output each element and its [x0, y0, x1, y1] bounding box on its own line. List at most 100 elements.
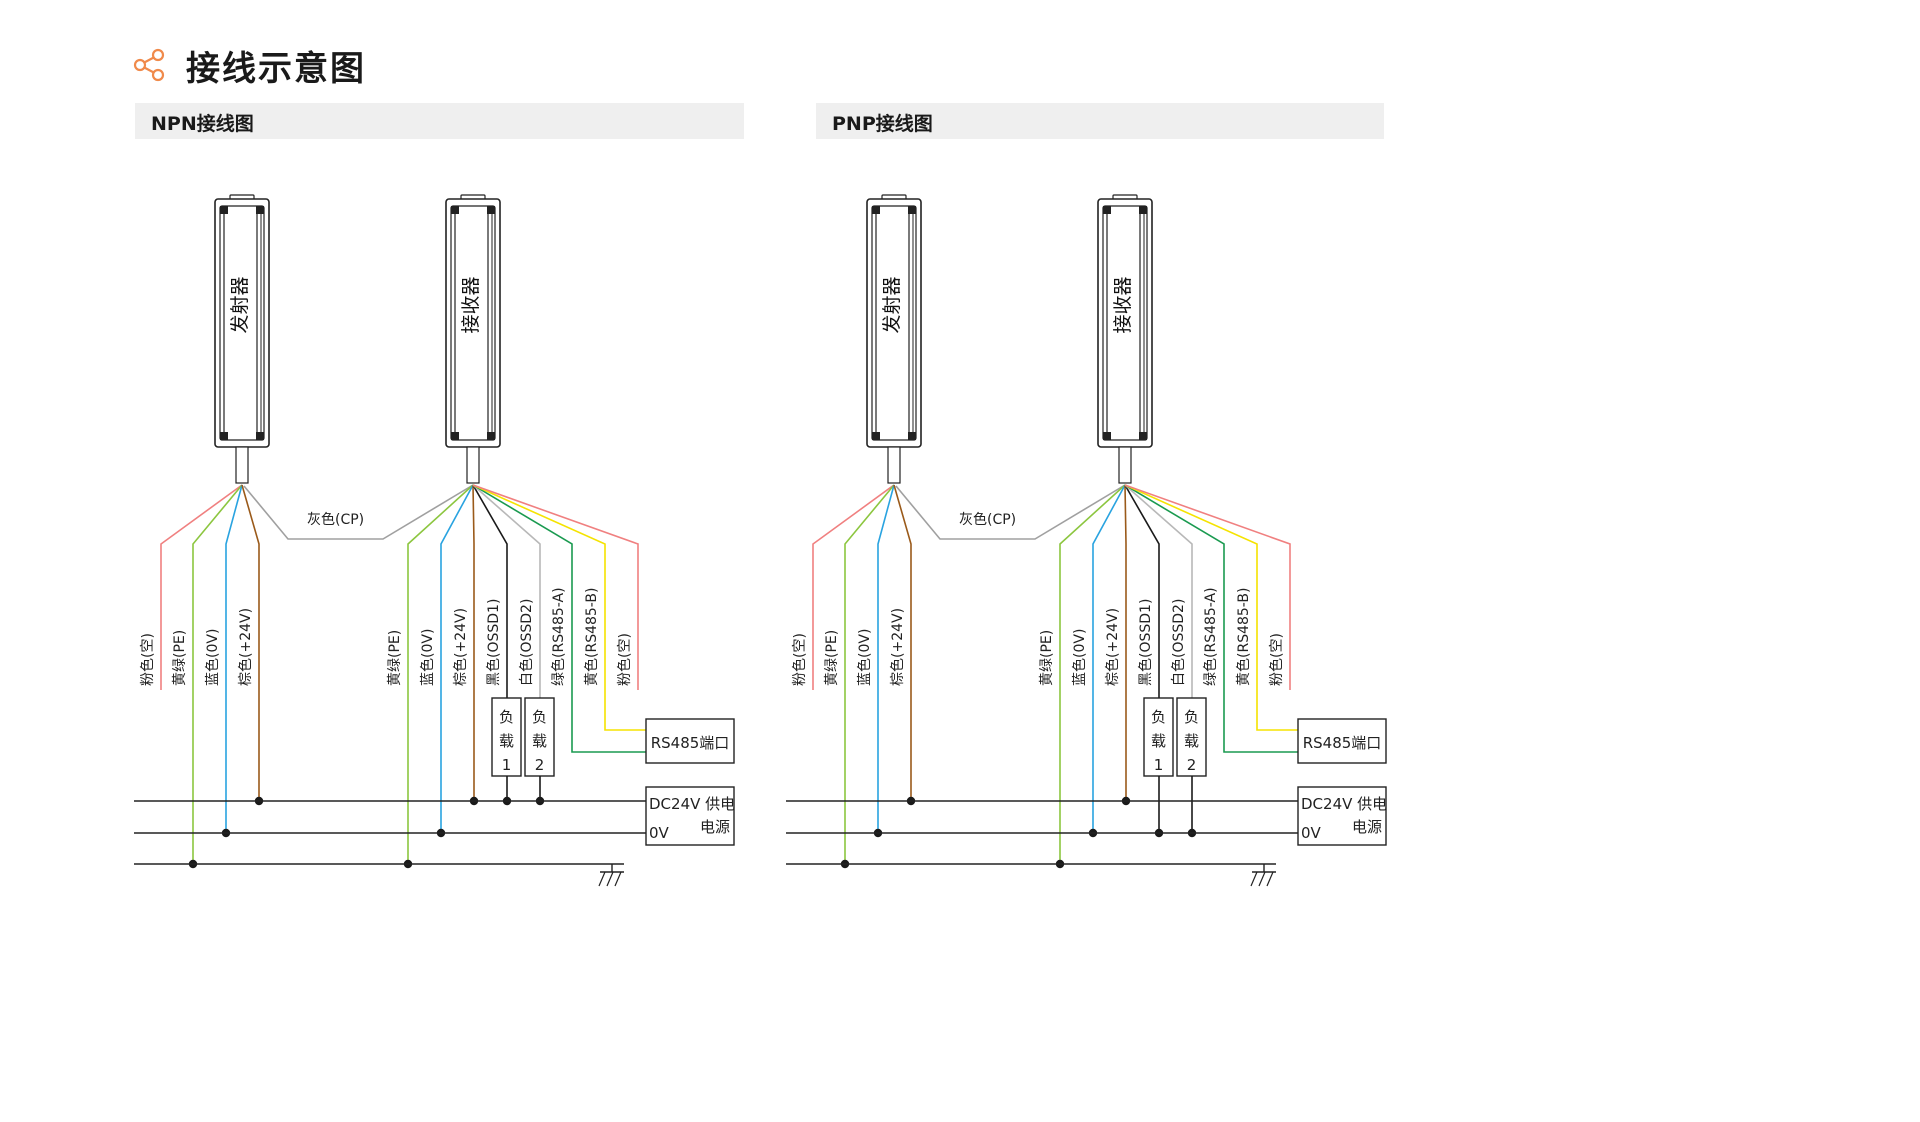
page-title: 接线示意图 [186, 48, 366, 89]
npn-emitter-corner-tr [256, 206, 264, 214]
npn-emitter-wire-1 [192, 484, 243, 864]
pnp-emitter-frame [871, 205, 917, 441]
pnp-receiver-wire-0 [1059, 484, 1126, 864]
pnp-ground-hatch-1 [1250, 871, 1258, 887]
npn-section-title: NPN接线图 [151, 113, 254, 135]
pnp-receiver-corner-tl [1103, 206, 1111, 214]
npn-rs485-label: RS485端口 [651, 734, 730, 752]
pnp-receiver: 接收器 [1097, 194, 1153, 484]
pnp-emitter-corner-br [908, 432, 916, 440]
npn-emitter-wire-3 [241, 484, 260, 801]
pnp-receiver-wire-1 [1092, 484, 1126, 833]
pnp-emitter-wire-label: 粉色(空) [791, 633, 808, 686]
pnp-load-box-1 [1143, 697, 1174, 777]
npn-load-label: 2 [535, 756, 545, 774]
npn-cp-wire [243, 484, 474, 540]
pnp-emitter-wire-label: 棕色(+24V) [889, 608, 906, 686]
npn-emitter: 发射器 [214, 194, 270, 484]
pnp-load-label: 2 [1187, 756, 1197, 774]
pnp-load-label: 载 [1184, 732, 1199, 750]
pnp-receiver-wire-5 [1124, 484, 1298, 753]
pnp-section-title: PNP接线图 [832, 113, 933, 135]
pnp-power-label-1: DC24V 供电 [1301, 795, 1387, 813]
pnp-receiver-corner-br [1139, 432, 1147, 440]
npn-emitter-corner-br [256, 432, 264, 440]
npn-receiver-wire-label: 蓝色(0V) [419, 629, 436, 686]
npn-load-label: 载 [499, 732, 514, 750]
pnp-load-label: 1 [1154, 756, 1164, 774]
pnp-receiver-wire-label: 白色(OSSD2) [1170, 599, 1187, 686]
npn-receiver-wire-label: 绿色(RS485-A) [550, 587, 567, 686]
pnp-receiver-wire-label: 蓝色(0V) [1071, 629, 1088, 686]
page-header: 接线示意图 [132, 40, 366, 90]
pnp-emitter-corner-bl [872, 432, 880, 440]
pnp-section-header: PNP接线图 [816, 103, 1384, 139]
npn-emitter-label: 发射器 [229, 276, 251, 333]
npn-emitter-wire-0 [160, 484, 243, 690]
pnp-receiver-label: 接收器 [1112, 276, 1134, 333]
pnp-rs485-label: RS485端口 [1303, 734, 1382, 752]
npn-diagram: 发射器接收器灰色(CP)粉色(空)黄绿(PE)蓝色(0V)棕色(+24V)黄绿(… [134, 194, 735, 887]
npn-section-header: NPN接线图 [135, 103, 744, 139]
npn-receiver-wire-5 [472, 484, 646, 753]
npn-load-label: 1 [502, 756, 512, 774]
pnp-ground-icon [1250, 864, 1276, 887]
pnp-emitter-label: 发射器 [881, 276, 903, 333]
npn-emitter-corner-bl [220, 432, 228, 440]
npn-ground-hatch-1 [598, 871, 606, 887]
pnp-ground-hatch-3 [1266, 871, 1274, 887]
npn-receiver-corner-bl [451, 432, 459, 440]
npn-emitter-wire-label: 粉色(空) [139, 633, 156, 686]
npn-load-label: 负 [499, 708, 514, 726]
npn-emitter-corner-tl [220, 206, 228, 214]
npn-power-label-0v: 0V [649, 824, 670, 842]
pnp-receiver-wire-label: 绿色(RS485-A) [1202, 587, 1219, 686]
pnp-receiver-cable [1118, 446, 1132, 484]
npn-ground-hatch-2 [606, 871, 614, 887]
npn-receiver-wire-label: 粉色(空) [616, 633, 633, 686]
npn-power-label-1: DC24V 供电 [649, 795, 735, 813]
npn-receiver-wire-2 [472, 484, 475, 801]
npn-receiver-wire-1 [440, 484, 474, 833]
npn-receiver: 接收器 [445, 194, 501, 484]
npn-receiver-corner-tr [487, 206, 495, 214]
npn-load-label: 负 [532, 708, 547, 726]
npn-receiver-cable [466, 446, 480, 484]
pnp-load-label: 负 [1184, 708, 1199, 726]
pnp-cp-label: 灰色(CP) [959, 511, 1016, 528]
pnp-load-label: 载 [1151, 732, 1166, 750]
pnp-receiver-frame [1102, 205, 1148, 441]
pnp-emitter-wire-label: 黄绿(PE) [823, 630, 840, 686]
npn-rs485-box [645, 718, 735, 764]
pnp-emitter-wire-1 [844, 484, 895, 864]
pnp-receiver-wire-3 [1124, 484, 1160, 698]
npn-emitter-wire-label: 蓝色(0V) [204, 629, 221, 686]
pnp-emitter: 发射器 [866, 194, 922, 484]
npn-receiver-wire-label: 白色(OSSD2) [518, 599, 535, 686]
npn-receiver-wire-label: 黄绿(PE) [386, 630, 403, 686]
npn-load-label: 载 [532, 732, 547, 750]
pnp-receiver-wire-2 [1124, 484, 1127, 801]
npn-cp-label: 灰色(CP) [307, 511, 364, 528]
pnp-diagram: 发射器接收器灰色(CP)粉色(空)黄绿(PE)蓝色(0V)棕色(+24V)黄绿(… [786, 194, 1387, 887]
pnp-receiver-wire-7 [1124, 484, 1291, 690]
pnp-power-label-2: 电源 [1352, 818, 1382, 836]
pnp-receiver-wire-label: 棕色(+24V) [1104, 608, 1121, 686]
pnp-power-label-0v: 0V [1301, 824, 1322, 842]
pnp-receiver-corner-bl [1103, 432, 1111, 440]
pnp-receiver-wire-4 [1124, 484, 1193, 698]
pnp-receiver-corner-tr [1139, 206, 1147, 214]
npn-load-box-2 [524, 697, 555, 777]
npn-receiver-wire-0 [407, 484, 474, 864]
pnp-emitter-cable [887, 446, 901, 484]
pnp-rs485-box [1297, 718, 1387, 764]
npn-receiver-wire-3 [472, 484, 508, 698]
npn-receiver-frame [450, 205, 496, 441]
npn-receiver-corner-br [487, 432, 495, 440]
pnp-emitter-corner-tr [908, 206, 916, 214]
npn-emitter-wire-label: 棕色(+24V) [237, 608, 254, 686]
pnp-ground-hatch-2 [1258, 871, 1266, 887]
pnp-receiver-wire-6 [1124, 484, 1298, 731]
pnp-receiver-wire-label: 黄色(RS485-B) [1235, 588, 1252, 686]
